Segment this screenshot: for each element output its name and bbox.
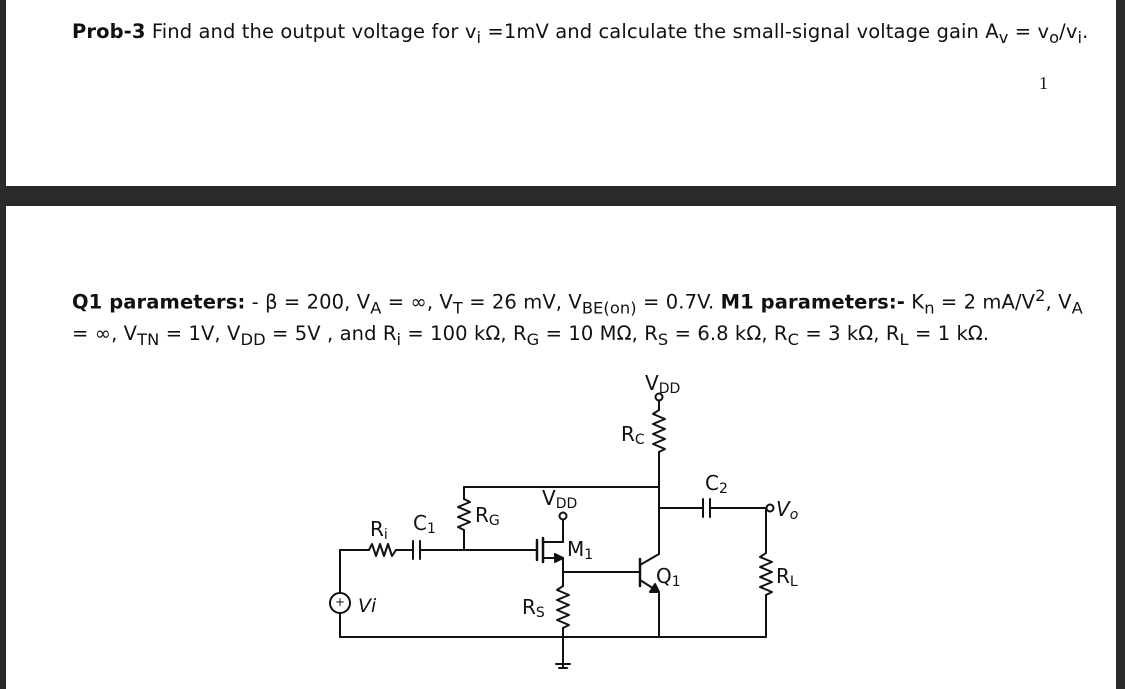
m1-text-a: K bbox=[905, 290, 925, 314]
parameters-line-2: = ∞, VTN = 1V, VDD = 5V , and Ri = 100 k… bbox=[72, 322, 989, 349]
line2-text-f: = 6.8 kΩ, R bbox=[668, 322, 788, 345]
m1-kn-sub: n bbox=[924, 298, 935, 318]
vi-label: Vi bbox=[358, 595, 377, 617]
vi-source-plus: + bbox=[335, 595, 345, 609]
rc-label: RC bbox=[621, 422, 645, 448]
problem-text: Find and the output voltage for v bbox=[145, 20, 477, 43]
ri-resistor bbox=[368, 543, 397, 557]
vdd-mid-label: VDD bbox=[542, 486, 577, 512]
q1-va-sub: A bbox=[370, 298, 382, 318]
problem-label: Prob-3 bbox=[72, 20, 146, 43]
q1-text-d: = 0.7V. bbox=[636, 290, 721, 314]
line2-vtn-sub: TN bbox=[137, 329, 160, 349]
problem-text2: =1mV and calculate the small-signal volt… bbox=[481, 20, 999, 43]
parameters-line-1: Q1 parameters: - β = 200, VA = ∞, VT = 2… bbox=[72, 286, 1083, 317]
page-top-sheet: Prob-3 Find and the output voltage for v… bbox=[6, 0, 1116, 186]
vdd-mid-terminal bbox=[558, 511, 568, 521]
line2-text-h: = 1 kΩ. bbox=[908, 322, 990, 345]
problem-statement: Prob-3 Find and the output voltage for v… bbox=[72, 20, 1088, 47]
line2-rl-sub: L bbox=[899, 329, 909, 349]
line2-vdd-sub: DD bbox=[240, 329, 266, 349]
m1-arrow bbox=[554, 553, 564, 563]
rs-label: RS bbox=[522, 595, 545, 621]
problem-vi2-sub: i bbox=[1077, 27, 1083, 47]
problem-vi-sub: i bbox=[476, 27, 482, 47]
line2-text-c: = 5V , and R bbox=[265, 322, 397, 345]
line2-text-e: = 10 MΩ, R bbox=[539, 322, 658, 345]
line2-rc-sub: C bbox=[787, 329, 800, 349]
line2-ri-sub: i bbox=[396, 329, 402, 349]
q1-vt-sub: T bbox=[452, 298, 463, 318]
c2-label: C2 bbox=[705, 471, 728, 497]
m1-va-sub: A bbox=[1071, 298, 1083, 318]
rg-resistor bbox=[457, 498, 471, 531]
vdd-top-label: VDD bbox=[645, 371, 680, 397]
line2-text-g: = 3 kΩ, R bbox=[799, 322, 900, 345]
m1-sq: 2 bbox=[1035, 286, 1046, 305]
line2-rs-sub: S bbox=[657, 329, 669, 349]
line2-rg-sub: G bbox=[526, 329, 540, 349]
c1-label: C1 bbox=[413, 511, 436, 537]
rs-resistor bbox=[556, 585, 570, 629]
m1-text-b: = 2 mA/V bbox=[934, 290, 1036, 314]
problem-vo-sub: o bbox=[1049, 27, 1060, 47]
ri-label: Ri bbox=[370, 517, 388, 543]
q1-collector bbox=[639, 553, 660, 566]
q1-vbe-sub: BE(on) bbox=[581, 298, 637, 318]
rc-resistor bbox=[652, 409, 666, 453]
line2-text-b: = 1V, V bbox=[159, 322, 241, 345]
line2-text-d: = 100 kΩ, R bbox=[401, 322, 527, 345]
q1-label: Q1 parameters: bbox=[72, 290, 246, 314]
m1-label-circuit: M1 bbox=[567, 537, 593, 563]
problem-text4: /v bbox=[1059, 20, 1078, 43]
q1-text-a: - β = 200, V bbox=[245, 290, 371, 314]
problem-text5: . bbox=[1082, 20, 1089, 43]
m1-label: M1 parameters:- bbox=[720, 290, 905, 314]
rl-label: RL bbox=[776, 564, 798, 590]
problem-av-sub: v bbox=[998, 27, 1009, 47]
q1-text-b: = ∞, V bbox=[381, 290, 453, 314]
line2-text-a: = ∞, V bbox=[72, 322, 138, 345]
vo-terminal bbox=[765, 503, 775, 513]
problem-text3: = v bbox=[1008, 20, 1050, 43]
q1-label-circuit: Q1 bbox=[656, 564, 681, 590]
m1-text-c: , V bbox=[1045, 290, 1072, 314]
page-number: 1 bbox=[1039, 73, 1048, 93]
q1-emitter-arrow bbox=[649, 583, 660, 593]
rg-label: RG bbox=[475, 503, 500, 529]
q1-text-c: = 26 mV, V bbox=[462, 290, 582, 314]
rl-resistor bbox=[759, 552, 773, 596]
vo-label: Vo bbox=[776, 497, 798, 523]
